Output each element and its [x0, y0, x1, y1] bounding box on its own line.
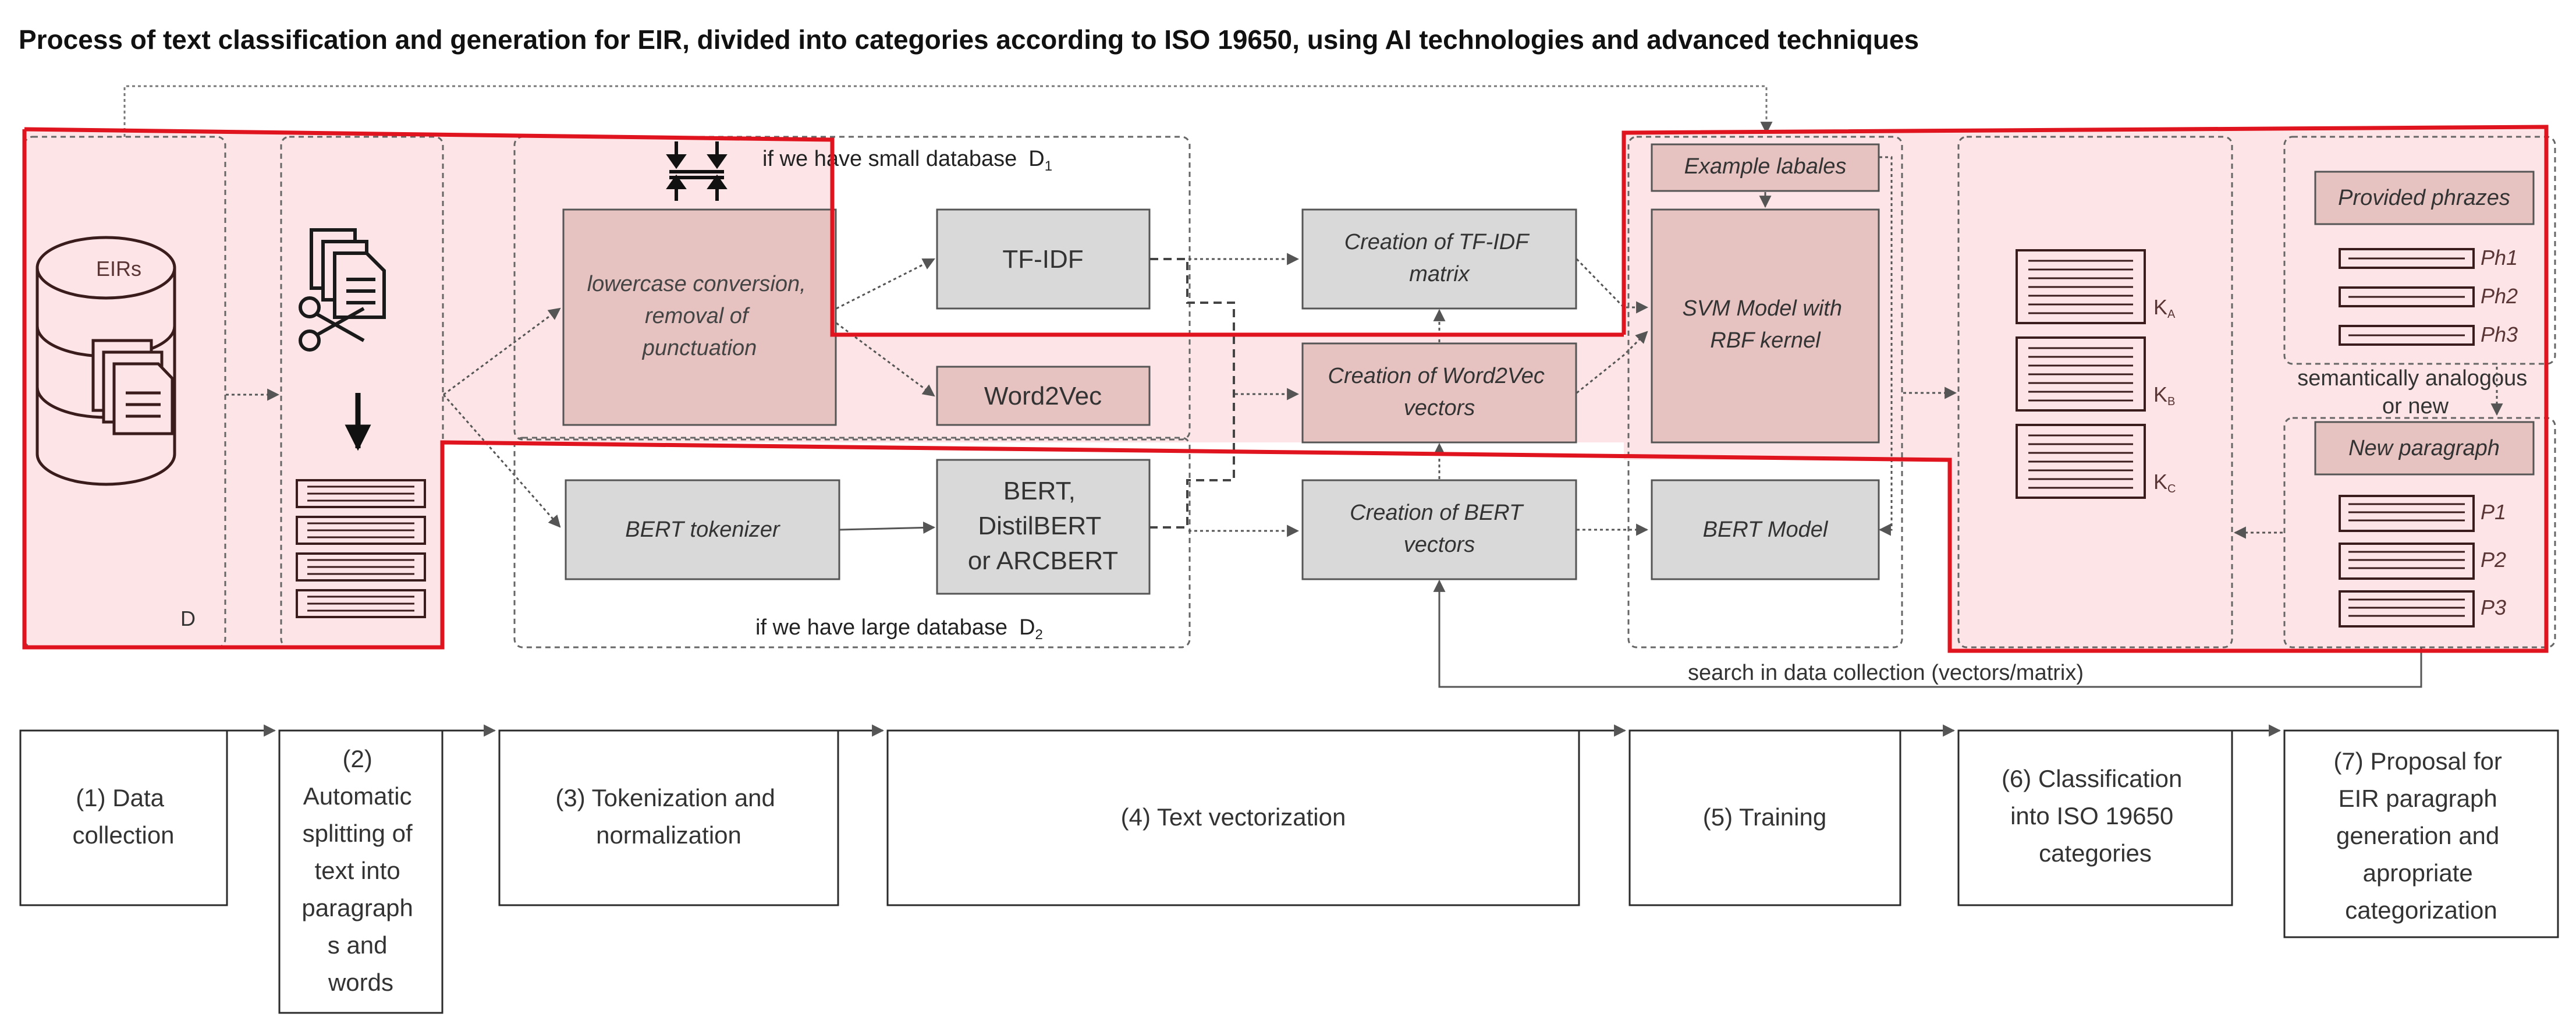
arrow-tfidf-matrix-to-svm — [1576, 258, 1649, 314]
step-box-5 — [1628, 729, 1901, 906]
step-label-5: (5) Training — [1703, 803, 1826, 831]
stage6-dashed-box — [1957, 136, 2233, 648]
step-label-4: (4) Text vectorization — [1121, 803, 1346, 831]
bert-model-label: BERT Model — [1703, 517, 1829, 542]
provided-phrases-box[interactable] — [2314, 171, 2535, 225]
top-loop-arrow — [123, 85, 1773, 137]
documents-icon — [91, 339, 174, 435]
create-tfidf-box[interactable] — [1301, 208, 1577, 310]
arrow-2-to-bert-tokenizer — [442, 394, 561, 528]
large-db-dashed-box — [513, 437, 1191, 648]
connector-tfidf-to-bert — [1150, 258, 1235, 529]
bert-tokenizer-box[interactable] — [565, 479, 840, 580]
arrow-lowercase-to-tfidf — [836, 258, 935, 310]
paragraph-label-2: P2 — [2481, 548, 2506, 572]
semantic-label: semantically analogous or new — [2297, 366, 2534, 419]
create-bert-label: Creation of BERT vectors — [1350, 501, 1529, 557]
word2vec-label: Word2Vec — [984, 382, 1102, 410]
phrase-label-3: Ph3 — [2481, 322, 2518, 346]
page-title: Process of text classification and gener… — [19, 24, 1919, 55]
paragraph-label-3: P3 — [2481, 595, 2506, 619]
step-box-4 — [886, 729, 1580, 906]
category-label-a: KA — [2153, 295, 2176, 321]
phrases-icon — [2339, 248, 2475, 346]
cut-documents-icon — [299, 228, 386, 352]
category-documents-icon — [2016, 249, 2146, 499]
example-labels-box[interactable] — [1651, 143, 1880, 192]
new-paragraph-dashed-box — [2283, 417, 2556, 648]
lowercase-box[interactable] — [562, 208, 837, 426]
stage5-dashed-box — [1627, 136, 1903, 648]
create-tfidf-label: Creation of TF-IDF matrix — [1344, 230, 1535, 286]
step-label-1: (1) Data collection — [72, 784, 174, 849]
example-labels-label: Example labales — [1684, 154, 1847, 179]
word2vec-box[interactable] — [936, 366, 1151, 426]
category-label-c: KC — [2153, 470, 2176, 495]
provided-phrases-dashed-box — [2283, 136, 2556, 365]
arrow-tokenizer-to-bert — [839, 521, 936, 534]
lowercase-box-label: lowercase conversion, removal of punctua… — [587, 272, 812, 360]
bottom-steps — [19, 729, 2559, 1014]
bert-model-box[interactable] — [1651, 479, 1880, 580]
step-box-1 — [19, 729, 228, 906]
create-word2vec-label: Creation of Word2Vec vectors — [1328, 364, 1551, 420]
category-label-b: KB — [2153, 382, 2175, 408]
compress-arrows-icon — [666, 141, 728, 201]
arrow-w2v-vectors-to-svm — [1576, 331, 1648, 394]
step-label-3: (3) Tokenization and normalization — [555, 784, 782, 849]
stage1-corner-label: D — [180, 607, 196, 630]
step-label-2: (2) Automatic splitting of text into par… — [301, 745, 420, 996]
bert-models-label: BERT, DistilBERT or ARCBERT — [968, 477, 1118, 575]
arrow-2-to-lowercase — [443, 307, 561, 396]
connector-svm-to-bert — [1878, 156, 1893, 536]
small-db-dashed-box — [513, 136, 1191, 441]
step-box-2 — [278, 729, 443, 1014]
step-label-7: (7) Proposal for EIR paragraph generatio… — [2333, 747, 2508, 924]
bert-tokenizer-label: BERT tokenizer — [625, 517, 780, 542]
step-box-6 — [1957, 729, 2233, 906]
paragraph-label-1: P1 — [2481, 500, 2506, 524]
search-label: search in data collection (vectors/matri… — [1688, 661, 2084, 685]
svm-box[interactable] — [1651, 208, 1880, 444]
svm-label: SVM Model with RBF kernel — [1682, 296, 1848, 353]
paragraphs-icon — [2339, 495, 2475, 628]
search-loop-arrow — [1433, 579, 2422, 688]
tfidf-box[interactable] — [936, 208, 1151, 310]
step-label-6: (6) Classification into ISO 19650 catego… — [2002, 765, 2189, 867]
provided-phrases-label: Provided phrazes — [2338, 186, 2510, 210]
tfidf-label: TF-IDF — [1002, 245, 1083, 274]
phrase-label-1: Ph1 — [2481, 246, 2518, 270]
create-word2vec-box[interactable] — [1301, 342, 1577, 444]
step-box-3 — [498, 729, 839, 906]
db-label: EIRs — [96, 257, 141, 281]
split-paragraphs-icon — [296, 479, 426, 618]
phrase-label-2: Ph2 — [2481, 284, 2518, 308]
bert-models-box[interactable] — [936, 459, 1151, 595]
new-paragraph-box[interactable] — [2314, 421, 2535, 476]
highlight-outlines — [22, 125, 2549, 653]
create-bert-box[interactable] — [1301, 479, 1577, 580]
new-paragraph-label: New paragraph — [2348, 436, 2500, 460]
step-box-7 — [2283, 729, 2559, 938]
